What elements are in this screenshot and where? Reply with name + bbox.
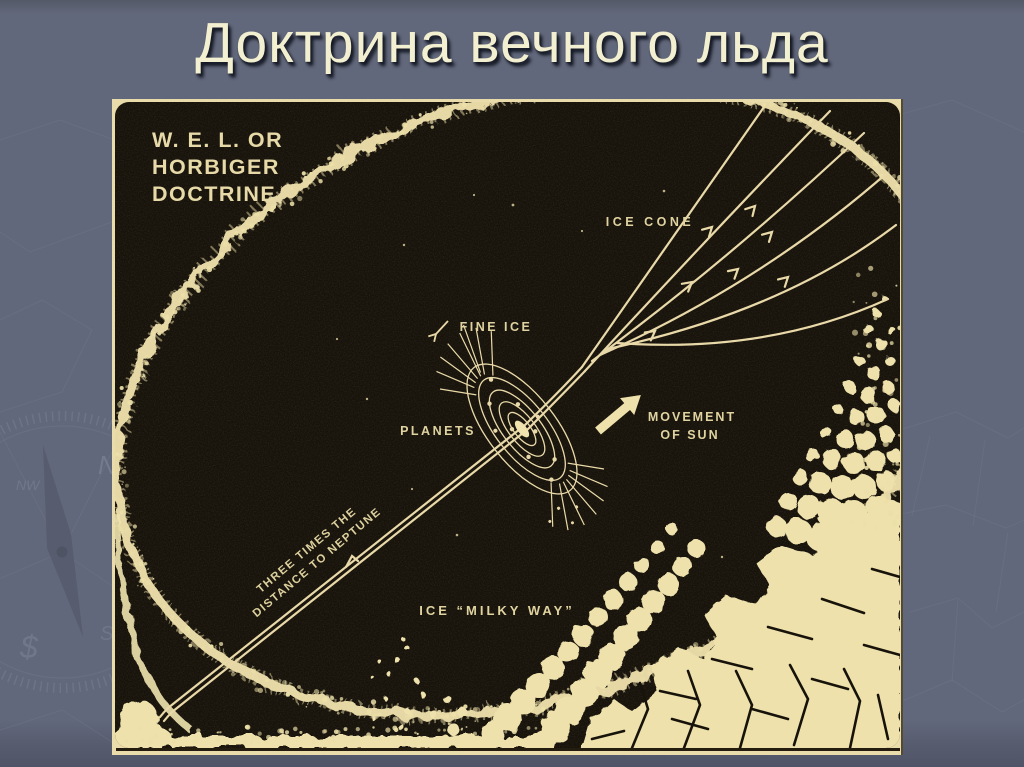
bottom-border-rule — [116, 748, 900, 751]
arrowheads — [643, 204, 790, 342]
figure-heading-line-2: HORBIGER — [152, 155, 280, 179]
label-planets: PLANETS — [400, 424, 476, 438]
axis-line-2 — [162, 369, 587, 723]
figure-heading-line-1: W. E. L. OR — [152, 128, 283, 152]
fine-ice-hatch — [436, 324, 608, 531]
figure-image: W. E. L. OR HORBIGER DOCTRINE ICE CONE F… — [112, 99, 903, 755]
compass-needle — [43, 445, 83, 637]
planet-dots — [487, 377, 579, 525]
compass-letter-nw: NW — [16, 477, 41, 493]
right-border-rule — [901, 99, 903, 755]
axis-line-1 — [158, 365, 584, 719]
sun — [514, 420, 530, 438]
axis-bump — [344, 554, 360, 569]
ice-cone-arrows — [158, 105, 898, 723]
compass-letter-s: S — [100, 623, 114, 645]
compass-hub — [56, 546, 68, 558]
horbiger-doctrine-diagram: W. E. L. OR HORBIGER DOCTRINE ICE CONE F… — [112, 99, 903, 755]
compass-dollar-glyph: $ — [19, 629, 39, 665]
solar-system-spiral — [436, 324, 608, 531]
edge-speckles — [850, 265, 900, 530]
crackle-pattern — [0, 99, 1024, 743]
fine-ice-pointer-arrow — [428, 320, 449, 343]
label-movement-of-sun-line-1: MOVEMENT — [648, 410, 736, 424]
sun-movement-arrow — [595, 395, 641, 435]
rock-cracks — [590, 567, 900, 748]
figure-heading-line-3: DOCTRINE — [152, 182, 276, 206]
label-fine-ice: FINE ICE — [460, 320, 533, 334]
stars — [335, 189, 724, 559]
slide-title: Доктрина вечного льда — [195, 11, 829, 75]
label-ice-cone: ICE CONE — [606, 215, 694, 229]
label-movement-of-sun-line-2: OF SUN — [660, 428, 719, 442]
label-ice-milky-way: ICE “MILKY WAY” — [419, 603, 575, 618]
